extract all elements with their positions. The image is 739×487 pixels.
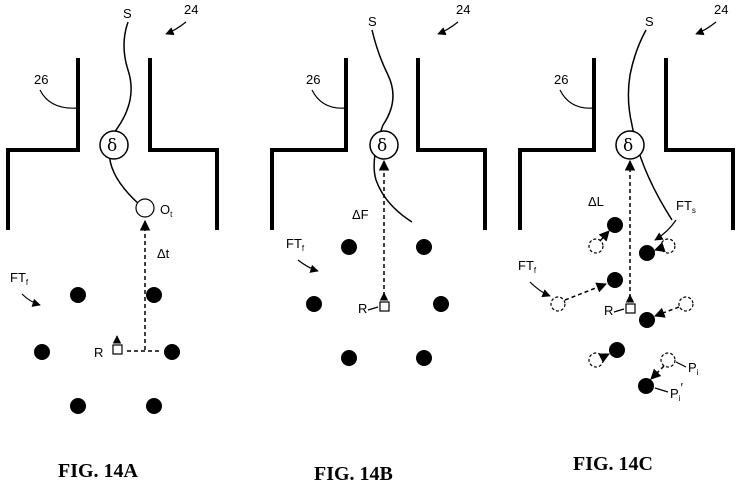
feature-dot (70, 287, 86, 303)
reference-leader (367, 306, 379, 311)
delta-sensor (369, 130, 399, 160)
reference-marker (112, 344, 123, 355)
label-reference: R (94, 345, 103, 360)
label-features: FTf (10, 270, 29, 287)
expected-feature-circle (588, 238, 604, 254)
figure-14c: S 24 26 δ ΔL R FTs FTf (518, 2, 735, 475)
figure-caption: FIG. 14C (573, 453, 653, 475)
right-wall (148, 58, 219, 230)
label-features: FTf (286, 236, 305, 253)
feature-dot (639, 312, 655, 328)
delta-symbol: δ (377, 136, 387, 156)
figure-14a: S 24 26 δ Ot Δt R FTf FIG. 14A (6, 2, 219, 482)
feature-dot (607, 217, 623, 233)
label-ref-24: 24 (714, 2, 728, 17)
label-features-s: FTs (676, 198, 696, 215)
displacement-arrow (654, 242, 666, 252)
feature-dot (164, 344, 180, 360)
features-arrow (21, 293, 41, 307)
delta-symbol: δ (623, 136, 633, 156)
displacement-arrow (598, 230, 610, 242)
figure-caption: FIG. 14A (58, 460, 139, 482)
features-f-arrow (529, 281, 551, 298)
label-point: Pi (688, 360, 699, 377)
feature-dot (639, 245, 655, 261)
displacement-arrow (654, 306, 680, 318)
expected-feature-circle (588, 352, 604, 368)
feature-dot (607, 272, 623, 288)
left-wall (518, 58, 596, 230)
expected-feature-circle (550, 296, 566, 312)
label-ref-24: 24 (184, 2, 198, 17)
feature-dot (433, 296, 449, 312)
delta-symbol: δ (107, 136, 117, 156)
displacement-arrow (650, 365, 665, 380)
ref-26-leader (311, 89, 347, 109)
feature-dot (341, 239, 357, 255)
delta-sensor (615, 130, 645, 160)
ref-26-leader (39, 89, 79, 109)
strand-curve (108, 21, 141, 206)
label-offset: Δt (157, 246, 170, 261)
ref-24-arrow (165, 21, 187, 36)
strand-curve (627, 29, 673, 221)
feature-dot (341, 350, 357, 366)
label-offset: ΔF (352, 207, 369, 222)
right-wall (664, 58, 735, 230)
label-ref-24: 24 (456, 2, 470, 17)
feature-dot (416, 350, 432, 366)
feature-dot (609, 342, 625, 358)
ref-26-leader (559, 89, 595, 109)
left-wall (270, 58, 348, 230)
right-wall (416, 58, 487, 230)
ref-24-arrow (437, 21, 459, 36)
expected-feature-circle (660, 352, 676, 368)
label-offset: ΔL (588, 194, 604, 209)
label-strand: S (123, 6, 132, 21)
label-ref-26: 26 (554, 72, 568, 87)
displacement-arrow (564, 282, 607, 301)
features-arrow (297, 259, 319, 273)
label-origin: Ot (160, 202, 173, 219)
reference-marker (625, 303, 636, 314)
feature-dot (306, 296, 322, 312)
label-features-f: FTf (518, 258, 537, 275)
label-strand: S (368, 14, 377, 29)
left-wall (6, 58, 80, 230)
displacement-arrow (598, 353, 610, 363)
feature-dot (638, 378, 654, 394)
features-s-arrow (654, 219, 677, 241)
origin-circle (135, 198, 155, 218)
label-reference: R (604, 303, 613, 318)
figure-caption: FIG. 14B (314, 463, 393, 485)
point-prime-leader (654, 387, 669, 393)
feature-dot (70, 398, 86, 414)
label-ref-26: 26 (34, 72, 48, 87)
feature-dot (34, 344, 50, 360)
expected-feature-circle (660, 238, 676, 254)
reference-marker (379, 301, 390, 312)
point-leader (675, 361, 687, 368)
label-reference: R (358, 301, 367, 316)
label-strand: S (645, 14, 654, 29)
feature-dot (416, 239, 432, 255)
strand-curve (371, 29, 413, 223)
delta-sensor (99, 130, 129, 160)
label-ref-26: 26 (306, 72, 320, 87)
figure-14b: S 24 26 δ ΔF R FTf FIG. 14B (270, 2, 487, 485)
feature-dot (146, 398, 162, 414)
label-point-prime: Pi′ (670, 380, 683, 403)
feature-dot (146, 287, 162, 303)
ref-24-arrow (695, 21, 717, 36)
expected-feature-circle (678, 296, 694, 312)
reference-leader (613, 308, 625, 313)
